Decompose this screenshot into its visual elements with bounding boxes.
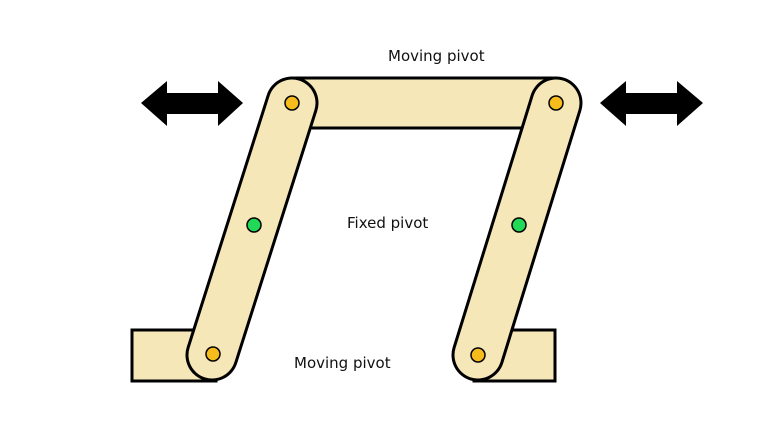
fixed-pivot-left <box>246 217 262 233</box>
bottom-moving-pivot-label: Moving pivot <box>294 354 391 372</box>
left-double-arrow-icon <box>141 81 243 126</box>
moving-pivot-top-left <box>284 95 300 111</box>
moving-pivot-bottom-left <box>205 346 221 362</box>
fixed-pivot-label: Fixed pivot <box>347 214 429 232</box>
top-coupler-bar <box>288 76 560 130</box>
moving-pivot-top-right <box>548 95 564 111</box>
fixed-pivot-right <box>511 217 527 233</box>
moving-pivot-bottom-right <box>470 347 486 363</box>
top-moving-pivot-label: Moving pivot <box>388 47 485 65</box>
right-double-arrow-icon <box>600 81 703 126</box>
